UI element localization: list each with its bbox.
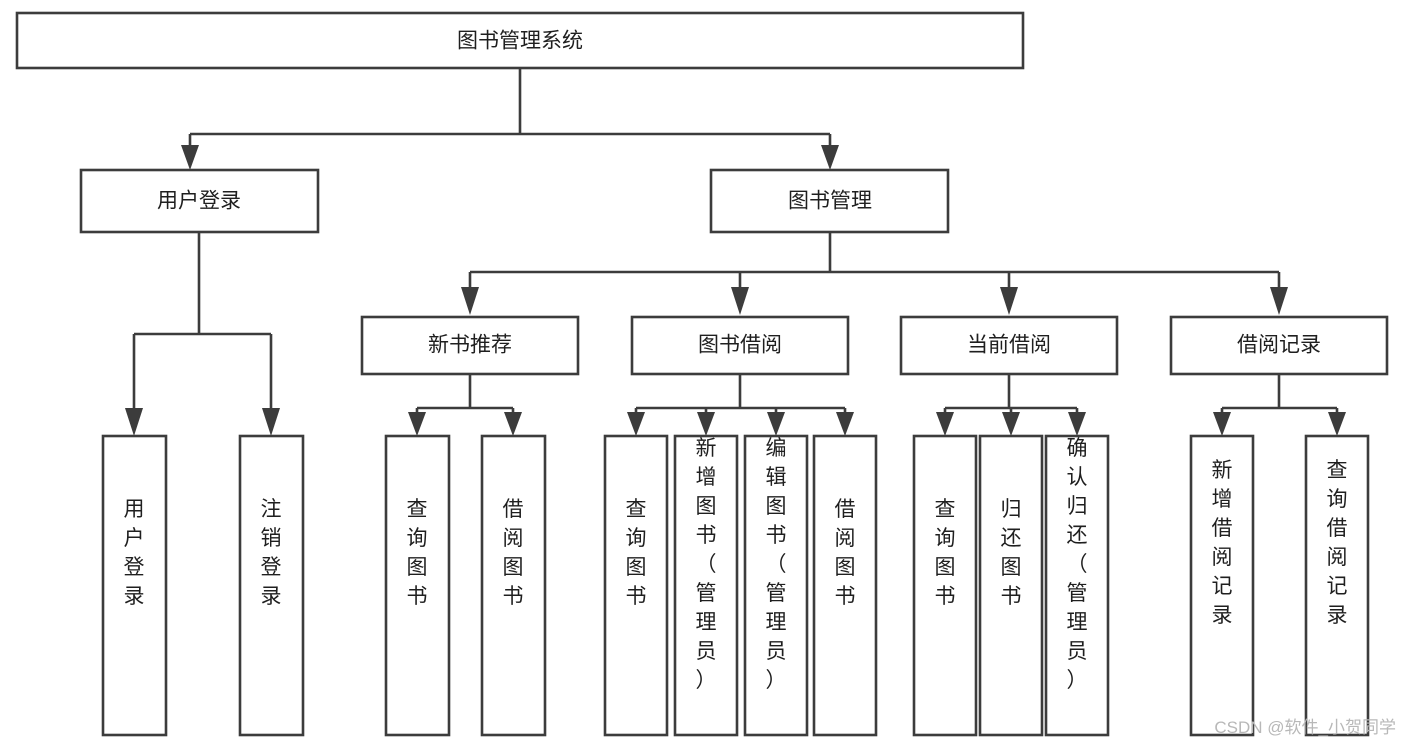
node-current-borrow-label: 当前借阅 — [967, 334, 1051, 357]
node-borrow-record-label: 借阅记录 — [1237, 334, 1321, 357]
leaf-node-logout-box[interactable] — [238, 434, 305, 737]
arrow-head-new-book — [461, 287, 479, 315]
leaf-node-borrow-book-2-box[interactable] — [812, 434, 878, 737]
leaf-node-add-borrow-record[interactable]: 新增借阅记录 — [1189, 434, 1255, 737]
leaf-node-borrow-book-2-label: 借阅图书 — [835, 498, 856, 608]
node-book-management[interactable]: 图书管理 — [709, 168, 950, 234]
leaf-node-borrow-book-1-label: 借阅图书 — [503, 498, 524, 608]
node-new-book-recommend[interactable]: 新书推荐 — [360, 315, 580, 376]
arrow-head-book-borrow — [731, 287, 749, 315]
leaf-node-add-book[interactable]: 新增图书（管理员） — [673, 434, 739, 737]
leaf-node-user-login-box[interactable] — [101, 434, 168, 737]
leaf-node-query-book-1-box[interactable] — [384, 434, 451, 737]
arrow-head-leaf-user-login — [125, 408, 143, 436]
leaf-node-borrow-book-1-box[interactable] — [480, 434, 547, 737]
leaf-node-query-book-1-label: 查询图书 — [407, 498, 428, 608]
arrow-head-bookborrow-leaf1 — [627, 412, 645, 436]
leaf-node-add-book-label: 新增图书（管理员） — [696, 437, 717, 692]
arrow-head-book-mgmt — [821, 145, 839, 170]
arrow-head-bookborrow-leaf3 — [767, 412, 785, 436]
leaf-node-query-borrow-record-box[interactable] — [1304, 434, 1370, 737]
leaf-node-edit-book-label: 编辑图书（管理员） — [766, 437, 787, 692]
arrow-head-current-borrow — [1000, 287, 1018, 315]
arrow-head-bookborrow-leaf2 — [697, 412, 715, 436]
arrow-head-borrowrecord-leaf2 — [1328, 412, 1346, 436]
connector-layer — [125, 68, 1346, 436]
node-user-login-label: 用户登录 — [157, 190, 241, 213]
leaf-node-user-login-label: 用户登录 — [124, 498, 145, 608]
arrow-head-currentborrow-leaf3 — [1068, 412, 1086, 436]
node-book-borrow-label: 图书借阅 — [698, 334, 782, 357]
arrow-head-bookborrow-leaf4 — [836, 412, 854, 436]
node-book-borrow-box[interactable] — [630, 315, 850, 376]
leaf-node-query-book-1[interactable]: 查询图书 — [384, 434, 451, 737]
node-new-book-recommend-label: 新书推荐 — [428, 334, 512, 357]
node-current-borrow[interactable]: 当前借阅 — [899, 315, 1119, 376]
leaf-node-confirm-return[interactable]: 确认归还（管理员） — [1044, 434, 1110, 737]
leaf-node-borrow-book-2[interactable]: 借阅图书 — [812, 434, 878, 737]
leaf-node-confirm-return-box[interactable] — [1044, 434, 1110, 737]
leaf-node-query-book-3-box[interactable] — [912, 434, 978, 737]
arrow-head-newbook-leaf1 — [408, 412, 426, 436]
node-root-box[interactable] — [15, 11, 1025, 70]
leaf-node-query-borrow-record-label: 查询借阅记录 — [1327, 459, 1348, 627]
leaf-node-logout[interactable]: 注销登录 — [238, 434, 305, 737]
node-borrow-record-box[interactable] — [1169, 315, 1389, 376]
leaf-node-add-borrow-record-label: 新增借阅记录 — [1212, 459, 1233, 627]
leaf-node-edit-book[interactable]: 编辑图书（管理员） — [743, 434, 809, 737]
leaf-node-return-book[interactable]: 归还图书 — [978, 434, 1044, 737]
leaf-node-query-borrow-record[interactable]: 查询借阅记录 — [1304, 434, 1370, 737]
leaf-node-query-book-2[interactable]: 查询图书 — [603, 434, 669, 737]
leaf-node-borrow-book-1[interactable]: 借阅图书 — [480, 434, 547, 737]
arrow-head-currentborrow-leaf1 — [936, 412, 954, 436]
leaf-node-return-book-label: 归还图书 — [1001, 498, 1022, 608]
node-root-label: 图书管理系统 — [457, 30, 583, 53]
leaf-node-confirm-return-label: 确认归还（管理员） — [1067, 437, 1088, 692]
node-user-login-box[interactable] — [79, 168, 320, 234]
node-book-management-label: 图书管理 — [788, 190, 872, 213]
node-root[interactable]: 图书管理系统 — [15, 11, 1025, 70]
arrow-head-borrow-record — [1270, 287, 1288, 315]
arrow-head-newbook-leaf2 — [504, 412, 522, 436]
leaf-node-query-book-3[interactable]: 查询图书 — [912, 434, 978, 737]
leaf-node-add-borrow-record-box[interactable] — [1189, 434, 1255, 737]
leaf-node-user-login[interactable]: 用户登录 — [101, 434, 168, 737]
arrow-head-currentborrow-leaf2 — [1002, 412, 1020, 436]
leaf-node-edit-book-box[interactable] — [743, 434, 809, 737]
node-book-borrow[interactable]: 图书借阅 — [630, 315, 850, 376]
leaf-node-add-book-box[interactable] — [673, 434, 739, 737]
node-user-login[interactable]: 用户登录 — [79, 168, 320, 234]
node-borrow-record[interactable]: 借阅记录 — [1169, 315, 1389, 376]
arrow-head-borrowrecord-leaf1 — [1213, 412, 1231, 436]
node-current-borrow-box[interactable] — [899, 315, 1119, 376]
arrow-head-leaf-logout — [262, 408, 280, 436]
leaf-node-query-book-3-label: 查询图书 — [935, 498, 956, 608]
leaf-node-logout-label: 注销登录 — [261, 498, 282, 608]
leaf-node-query-book-2-box[interactable] — [603, 434, 669, 737]
node-new-book-recommend-box[interactable] — [360, 315, 580, 376]
leaf-node-query-book-2-label: 查询图书 — [626, 498, 647, 608]
arrow-head-user-login — [181, 145, 199, 170]
node-book-management-box[interactable] — [709, 168, 950, 234]
leaf-node-return-book-box[interactable] — [978, 434, 1044, 737]
watermark-text: CSDN @软件_小贺同学 — [1214, 718, 1396, 737]
